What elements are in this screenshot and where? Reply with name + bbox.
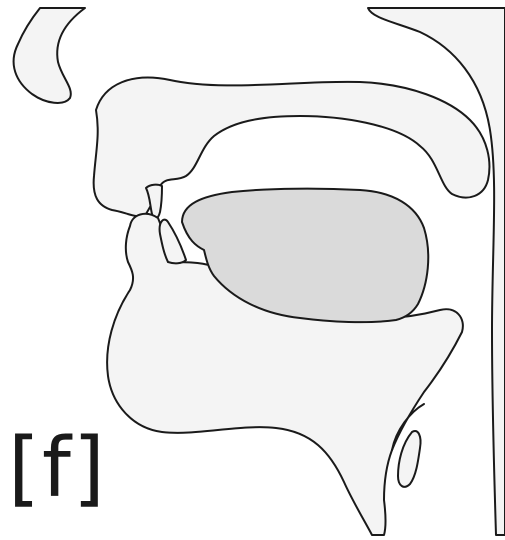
phonetic-symbol: [f] bbox=[8, 428, 107, 510]
nose bbox=[14, 8, 85, 103]
epiglottis bbox=[398, 431, 421, 487]
